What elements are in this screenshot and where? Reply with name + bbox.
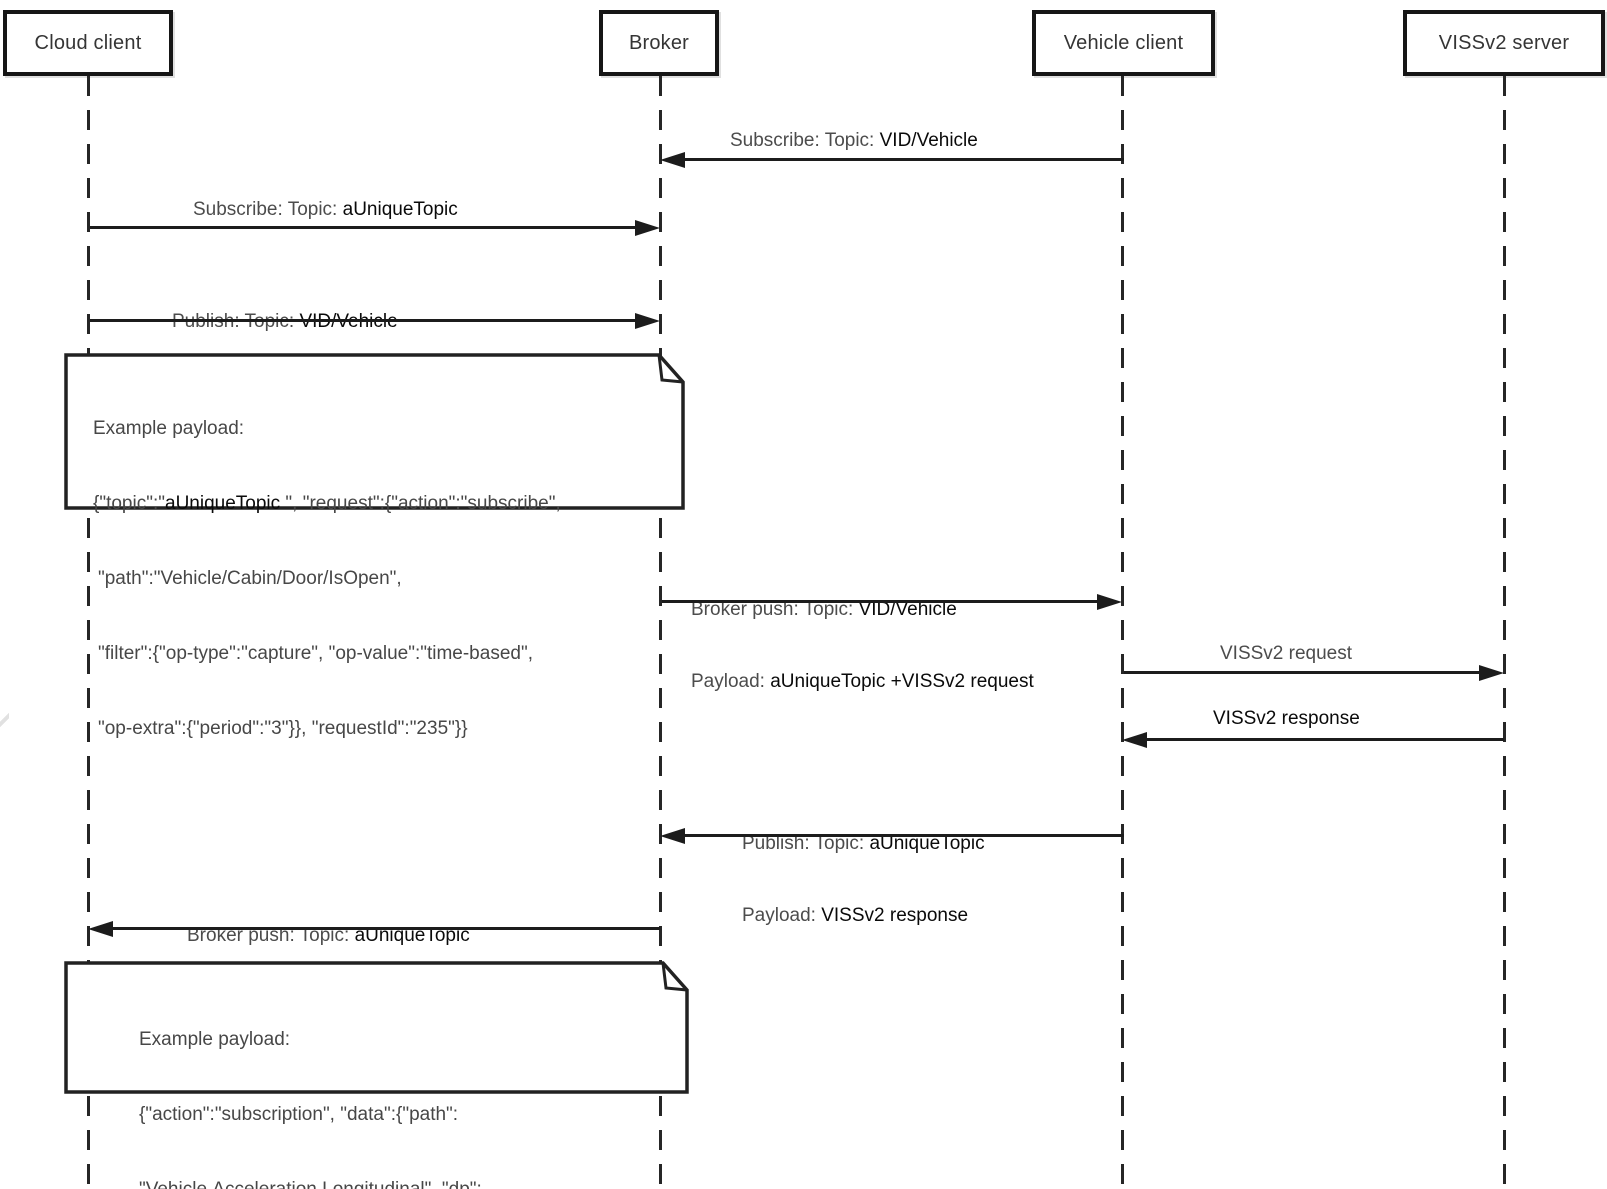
message-arrow-line — [108, 927, 660, 930]
message-arrow-line — [1124, 671, 1480, 674]
note-text: Example payload: {"topic":"aUniqueTopic … — [93, 418, 561, 739]
arrowhead-left-icon — [88, 921, 113, 937]
actor-box-vissv2-server: VISSv2 server — [1403, 10, 1605, 76]
message-label-publish-auniquetopic: Publish: Topic: aUniqueTopic Payload: VI… — [742, 833, 985, 926]
message-arrow-line — [1142, 738, 1504, 741]
lifeline-vehicle-client — [1121, 76, 1124, 1189]
message-arrow-line — [662, 600, 1100, 603]
message-label-broker-push-vid-vehicle: Broker push: Topic: VID/Vehicle Payload:… — [691, 599, 1034, 692]
arrowhead-left-icon — [660, 828, 685, 844]
arrowhead-left-icon — [660, 152, 685, 168]
message-label-vissv2-request: VISSv2 request — [1220, 643, 1353, 664]
message-arrow-line — [678, 834, 1124, 837]
message-label-subscribe-auniquetopic: Subscribe: Topic: aUniqueTopic — [193, 199, 458, 220]
arrowhead-right-icon — [1479, 665, 1504, 681]
lifeline-broker — [659, 76, 662, 1189]
actor-box-broker: Broker — [599, 10, 719, 76]
note-example-payload-request — [64, 353, 685, 510]
note-text: Example payload: {"action":"subscription… — [139, 1029, 482, 1189]
message-label-vissv2-response: VISSv2 response — [1213, 708, 1360, 729]
actor-box-cloud-client: Cloud client — [3, 10, 173, 76]
arrowhead-right-icon — [635, 313, 660, 329]
message-arrow-line — [90, 319, 640, 322]
note-example-payload-response — [64, 961, 689, 1094]
message-arrow-line — [90, 226, 640, 229]
arrowhead-left-icon — [1122, 732, 1147, 748]
lifeline-vissv2-server — [1503, 76, 1506, 1189]
arrowhead-right-icon — [635, 220, 660, 236]
actor-box-vehicle-client: Vehicle client — [1032, 10, 1215, 76]
lifeline-cloud-client — [87, 76, 90, 1189]
message-label-subscribe-vid-vehicle: Subscribe: Topic: VID/Vehicle — [730, 130, 978, 151]
arrowhead-right-icon — [1097, 594, 1122, 610]
scan-artifact — [0, 708, 9, 732]
message-arrow-line — [678, 158, 1124, 161]
